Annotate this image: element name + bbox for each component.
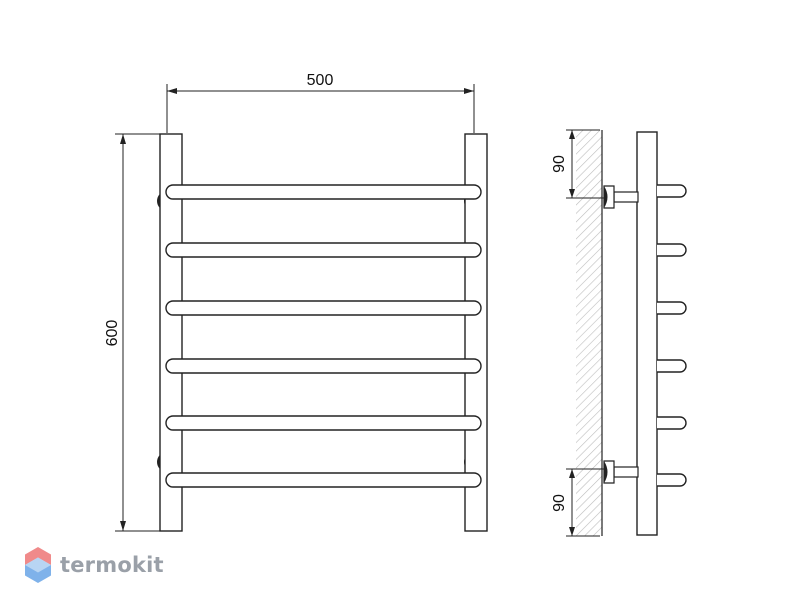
front-view: 500 600 — [104, 72, 488, 532]
rung-3 — [165, 300, 482, 316]
side-rung-5 — [657, 416, 687, 430]
brand-name: termokit — [60, 553, 164, 577]
bottom-offset-dimension: 90 — [551, 468, 612, 537]
top-offset-label: 90 — [551, 155, 568, 173]
rung-4 — [165, 358, 482, 374]
side-rung-1 — [657, 184, 687, 198]
rung-2 — [165, 242, 482, 258]
side-rung-3 — [657, 301, 687, 315]
brand-logo: termokit — [24, 546, 164, 584]
side-rung-6 — [657, 473, 687, 487]
side-rung-2 — [657, 243, 687, 257]
right-post — [464, 133, 488, 532]
rung-5 — [165, 415, 482, 431]
wall-hatch — [576, 130, 602, 536]
side-rungs — [657, 184, 687, 487]
left-post — [159, 133, 183, 532]
bottom-offset-label: 90 — [551, 494, 568, 512]
side-rung-4 — [657, 359, 687, 373]
rung-1 — [165, 184, 482, 200]
side-view: 90 90 — [551, 129, 687, 537]
logo-hexagon-icon — [25, 547, 51, 583]
width-dimension: 500 — [166, 72, 475, 133]
top-bracket — [603, 185, 639, 209]
rung-6 — [165, 472, 482, 488]
side-post — [636, 131, 658, 536]
height-dimension: 600 — [104, 133, 160, 532]
bottom-bracket — [603, 460, 639, 484]
rungs — [165, 184, 482, 488]
height-label: 600 — [104, 320, 121, 347]
width-label: 500 — [307, 72, 334, 89]
